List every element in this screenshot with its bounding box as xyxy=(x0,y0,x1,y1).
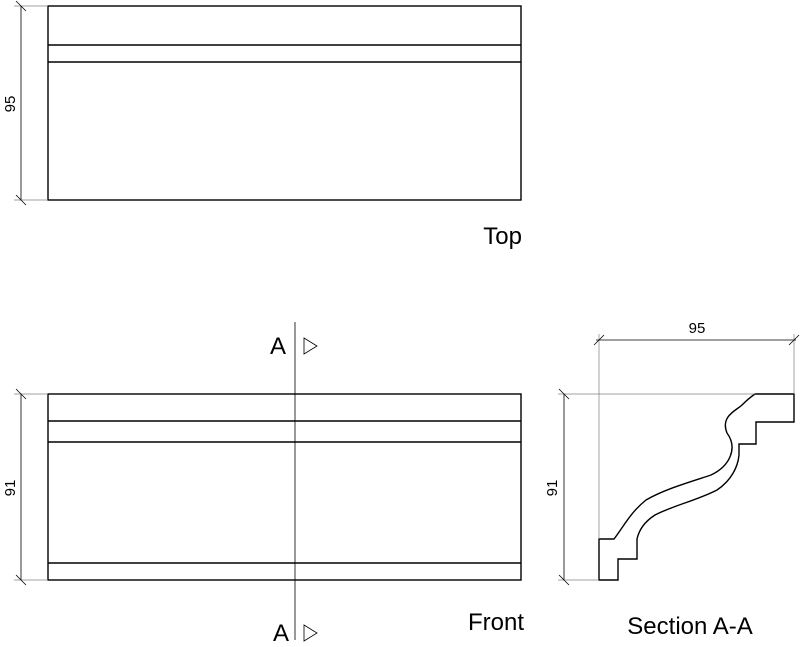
crown-molding-profile xyxy=(598,393,795,581)
section-height-dimension: 91 xyxy=(544,388,755,586)
section-cut-marker: A A xyxy=(270,322,318,647)
front-view-label: Front xyxy=(468,609,524,636)
top-dim-tick-upper xyxy=(15,0,27,12)
section-width-dimension: 95 xyxy=(593,320,800,539)
front-dim-value: 91 xyxy=(2,480,19,497)
section-width-tick-left xyxy=(593,334,605,346)
section-height-tick-upper xyxy=(558,388,570,400)
section-marker-letter-bottom: A xyxy=(273,620,289,647)
top-dim-tick-lower xyxy=(15,194,27,206)
front-view: 91 Front xyxy=(2,388,524,636)
section-height-tick-lower xyxy=(558,574,570,586)
section-marker-letter-top: A xyxy=(270,333,286,360)
front-dim-tick-lower xyxy=(15,574,27,586)
section-view-label: Section A-A xyxy=(627,613,752,640)
front-view-dimension: 91 xyxy=(2,388,48,586)
top-view: 95 Top xyxy=(2,0,522,250)
section-view: 95 91 Section A-A xyxy=(544,320,800,640)
section-height-value: 91 xyxy=(544,480,561,497)
section-arrow-top-icon xyxy=(303,337,318,355)
top-dim-value: 95 xyxy=(2,96,19,113)
top-view-dimension: 95 xyxy=(2,0,48,206)
section-width-value: 95 xyxy=(689,320,706,337)
section-arrow-bottom-icon xyxy=(303,624,318,642)
front-dim-tick-upper xyxy=(15,388,27,400)
front-view-outline xyxy=(47,393,522,581)
section-width-tick-right xyxy=(788,334,800,346)
top-view-label: Top xyxy=(483,223,522,250)
top-view-outline xyxy=(47,5,522,201)
